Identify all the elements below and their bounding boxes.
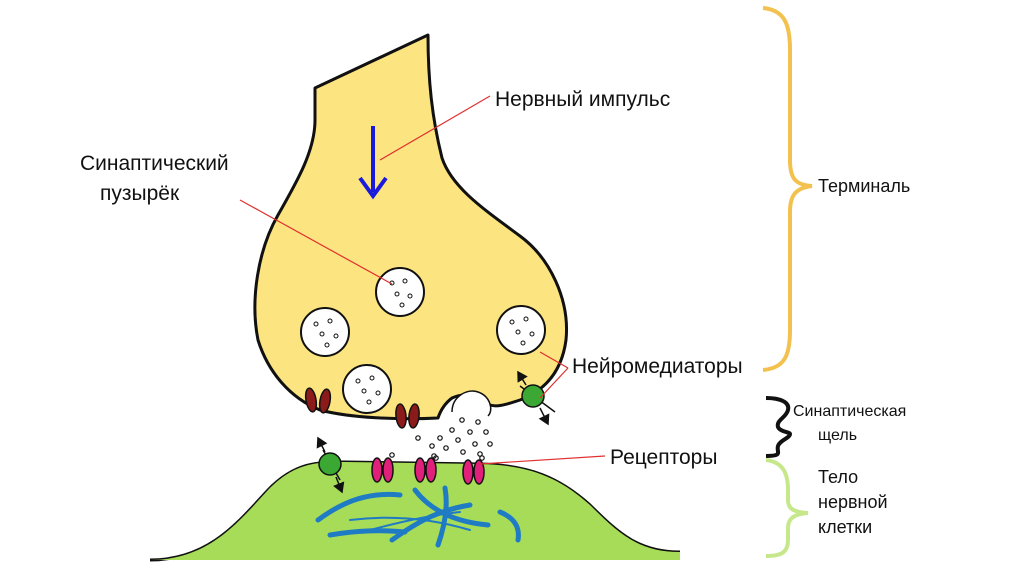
label-cleft-line1: Синаптическая	[793, 403, 906, 420]
vesicle	[376, 268, 424, 316]
receptors	[372, 458, 484, 484]
label-cleft-line2: щель	[818, 427, 857, 444]
neurotransmitter-dots	[416, 418, 492, 460]
vesicle	[343, 365, 391, 413]
terminal-brace	[763, 8, 812, 370]
label-neurotransmitters: Нейромедиаторы	[572, 355, 743, 378]
label-cell-body-line1: Тело	[818, 467, 858, 487]
label-cell-body-line2: нервной	[818, 492, 888, 512]
label-vesicle-line1: Синаптический	[80, 152, 229, 175]
label-vesicle-line2: пузырёк	[100, 182, 180, 205]
label-receptors: Рецепторы	[610, 446, 717, 469]
vesicle	[301, 308, 349, 356]
label-terminal: Терминаль	[818, 176, 910, 196]
label-cell-body-line3: клетки	[818, 517, 872, 537]
cleft-brace	[766, 398, 790, 456]
cell-body-brace	[766, 460, 808, 556]
label-nerve-impulse: Нервный импульс	[495, 88, 670, 111]
leader-receptors	[480, 456, 605, 464]
vesicle	[497, 306, 545, 354]
